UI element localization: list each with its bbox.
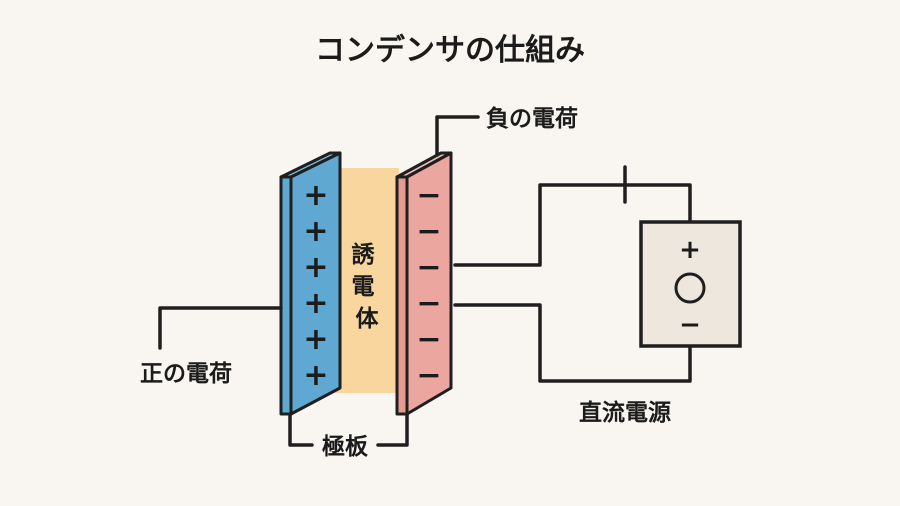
positive-charge-sign: + [303, 250, 328, 285]
positive-charge-leader [158, 306, 283, 350]
plates-leader-right [376, 412, 409, 447]
positive-charge-callout: 正の電荷 [140, 306, 283, 387]
negative-charge-sign: − [416, 286, 441, 321]
plates-label: 極板 [322, 433, 369, 460]
positive-charge-signs: ++++++ [303, 178, 328, 393]
negative-charge-sign: − [416, 322, 441, 357]
negative-charge-signs: −−−−−− [416, 178, 441, 393]
negative-charge-sign: − [416, 250, 441, 285]
dielectric: 誘 電 体 [335, 168, 399, 393]
negative-charge-leader [435, 115, 480, 157]
battery-symbol-circle [674, 272, 706, 304]
wire-top [453, 183, 692, 267]
positive-charge-sign: + [303, 322, 328, 357]
negative-plate: −−−−−− [395, 151, 453, 416]
positive-plate: ++++++ [279, 151, 342, 416]
negative-charge-sign: − [416, 358, 441, 393]
battery-box [639, 220, 742, 348]
negative-charge-sign: − [416, 214, 441, 249]
dielectric-block [335, 168, 399, 393]
dc-source: + − [639, 220, 742, 348]
positive-charge-sign: + [303, 214, 328, 249]
negative-plate-front [395, 175, 409, 416]
positive-plate-front [279, 175, 293, 416]
dc-source-label: 直流電源 [579, 399, 671, 426]
dielectric-label: 誘 電 体 [351, 242, 382, 332]
negative-charge-callout: 負の電荷 [435, 105, 578, 157]
wire-bottom [453, 303, 692, 383]
battery-positive-terminal: + [679, 235, 701, 265]
diagram-title: コンデンサの仕組み [315, 33, 585, 68]
negative-charge-label: 負の電荷 [486, 105, 578, 132]
positive-charge-sign: + [303, 358, 328, 393]
positive-charge-label: 正の電荷 [140, 361, 232, 387]
plates-callout: 極板 [288, 412, 409, 460]
battery-negative-terminal: − [679, 310, 701, 340]
positive-charge-sign: + [303, 286, 328, 321]
negative-charge-sign: − [416, 178, 441, 213]
plates-leader-left [288, 412, 314, 447]
circuit [453, 165, 692, 383]
positive-charge-sign: + [303, 178, 328, 213]
